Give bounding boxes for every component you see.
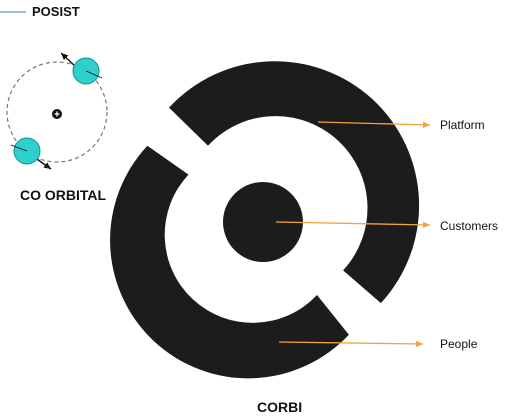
orbit-ball-top-motion-arrow [60, 52, 77, 68]
corbi-caption: CORBI [257, 399, 302, 415]
header-title: POSIST [32, 4, 80, 19]
platform-pointer-arrow [317, 121, 431, 129]
customers-label: Customers [440, 219, 498, 233]
platform-label: Platform [440, 118, 485, 132]
co-orbital-caption: CO ORBITAL [20, 187, 107, 203]
orbit-ball-top-tether [85, 70, 103, 79]
co-orbital-icon [6, 52, 108, 170]
orbit-ball-bottom-tether [10, 144, 28, 152]
orbit-path [6, 61, 108, 163]
corbi-ring-segment-people [110, 145, 349, 379]
people-label: People [440, 337, 478, 351]
corbi-core [223, 182, 303, 262]
corbi-ring-segment-platform [169, 61, 420, 304]
orbit-center-plus-icon [54, 111, 60, 117]
customers-pointer-arrow [275, 221, 431, 229]
people-pointer-arrow [278, 340, 424, 348]
